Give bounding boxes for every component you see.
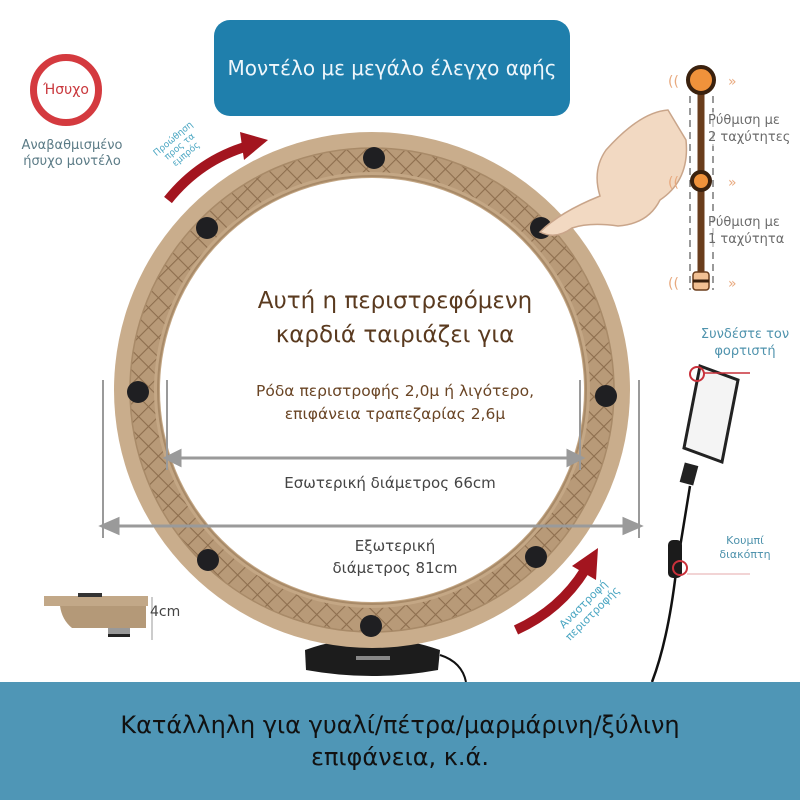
quiet-badge-label: Ήσυχο [43,82,89,98]
quiet-caption: Αναβαθμισμένο ήσυχο μοντέλο [8,138,136,170]
svg-text:((: (( [668,74,679,90]
charger-label: Συνδέστε τον φορτιστή [690,326,800,360]
inner-diameter-label: Εσωτερική διάμετρος 66cm [284,474,496,492]
center-sub-line2: επιφάνεια τραπεζαρίας 2,6μ [284,405,506,423]
reverse-arrow-icon [513,548,598,635]
one-speed-line2: 1 ταχύτητα [708,232,785,247]
svg-text:»: » [728,175,737,191]
one-speed-line1: Ρύθμιση με [708,215,780,230]
two-speed-line1: Ρύθμιση με [708,113,780,128]
charger-line2: φορτιστή [714,344,776,359]
title-label: Μοντέλο με μεγάλο έλεγχο αφής [227,56,557,80]
center-heading: Αυτή η περιστρεφόμενη καρδιά ταιριάζει γ… [190,284,600,352]
switch-label: Κουμπί διακόπτη [700,534,790,562]
roller-wheels [127,147,617,637]
two-speed-line2: 2 ταχύτητες [708,130,791,145]
side-profile [44,593,153,640]
center-subtext: Ρόδα περιστροφής 2,0μ ή λιγότερο, επιφάν… [190,380,600,426]
quiet-caption-line2: ήσυχο μοντέλο [23,154,121,169]
rotating-ring [114,132,630,648]
outer-diameter-line2: διάμετρος 81cm [332,559,458,577]
quiet-badge: Ήσυχο [30,54,102,126]
svg-text:((: (( [668,175,679,191]
bottom-banner-line2: επιφάνεια, κ.ά. [311,743,489,771]
switch-line2: διακόπτη [719,548,771,561]
charger-line1: Συνδέστε τον [700,327,790,342]
motor-base [305,638,467,683]
center-heading-line2: καρδιά ταιριάζει για [275,322,515,348]
speed-slider: (( » (( » (( » [668,65,737,292]
forward-arrow-icon [164,132,268,204]
outer-diameter-label: Εξωτερική διάμετρος 81cm [250,535,540,579]
center-sub-line1: Ρόδα περιστροφής 2,0μ ή λιγότερο, [255,382,535,400]
inner-diameter-line [162,380,586,470]
two-speed-label: Ρύθμιση με 2 ταχύτητες [708,112,800,146]
title-box: Μοντέλο με μεγάλο έλεγχο αφής [214,20,570,116]
quiet-caption-line1: Αναβαθμισμένο [21,138,123,153]
svg-text:((: (( [668,276,679,292]
svg-text:»: » [728,74,737,90]
svg-text:»: » [728,276,737,292]
bottom-banner-line1: Κατάλληλη για γυαλί/πέτρα/μαρμάρινη/ξύλι… [120,711,680,739]
power-adapter [650,363,750,683]
outer-diameter-line1: Εξωτερική [354,537,436,555]
outer-diameter-line [98,380,644,538]
hand-pointer-icon [538,109,688,236]
one-speed-label: Ρύθμιση με 1 ταχύτητα [708,214,800,248]
bottom-banner: Κατάλληλη για γυαλί/πέτρα/μαρμάρινη/ξύλι… [0,682,800,800]
thickness-label: 4cm [150,604,181,620]
switch-line1: Κουμπί [726,534,764,547]
center-heading-line1: Αυτή η περιστρεφόμενη [257,288,533,314]
